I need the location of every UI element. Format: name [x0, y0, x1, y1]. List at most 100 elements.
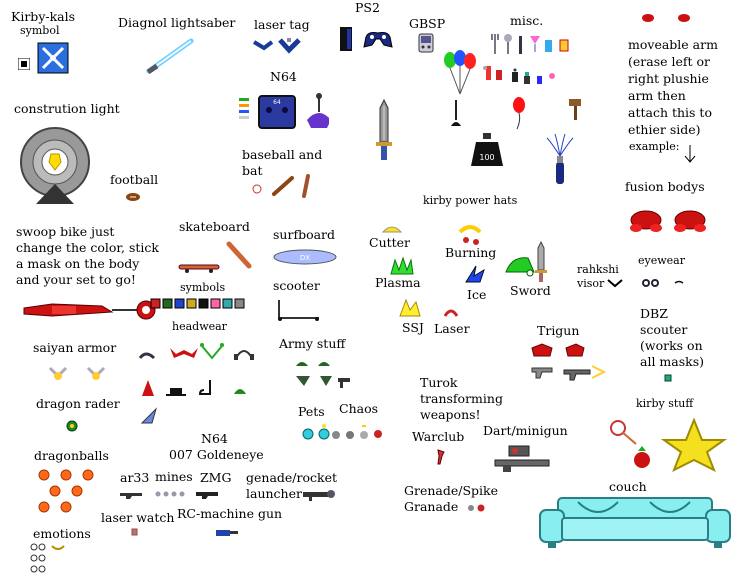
- label-kirby-power-hats: kirby power hats: [423, 194, 518, 207]
- fountain-bottle-icon: [546, 133, 574, 184]
- rocket-launcher-icon: [303, 490, 335, 501]
- burning-hat-icon: [458, 225, 482, 245]
- label-cutter: Cutter: [369, 235, 411, 250]
- label-dbz-scouter: DBZ scouter (works on all masks): [640, 306, 704, 370]
- label-symbols: symbols: [180, 281, 226, 294]
- label-swoop-bike: swoop bike just change the color, stick …: [16, 224, 159, 288]
- headwear-row1-icon: [138, 343, 254, 360]
- label-laser-watch: laser watch: [101, 510, 175, 525]
- moveable-arm-line-4: arm then: [628, 88, 686, 103]
- label-baseball: baseball and: [242, 147, 323, 162]
- vertical-sword-icon: [376, 98, 392, 160]
- army-stuff-icon: [296, 362, 350, 388]
- sword-weapon-icon: [535, 240, 547, 282]
- dbz-line-1: DBZ: [640, 306, 668, 321]
- label-kirby-stuff: kirby stuff: [636, 397, 694, 410]
- label-plasma: Plasma: [375, 275, 421, 290]
- label-dart-minigun: Dart/minigun: [483, 423, 568, 438]
- label-laser-tag: laser tag: [254, 17, 310, 32]
- label-warclub: Warclub: [412, 429, 465, 444]
- scooter-icon: [278, 300, 319, 321]
- moveable-arm-line-6: ethier side): [628, 122, 701, 137]
- diagonal-lightsaber-icon: [146, 38, 194, 74]
- moveable-arm-line-2: (erase left or: [628, 54, 711, 69]
- gbsp-icon: [418, 33, 434, 53]
- swoop-line-2: change the color, stick: [16, 240, 159, 255]
- label-fusion-bodys: fusion bodys: [625, 179, 705, 194]
- dragon-rader-icon: [66, 420, 78, 432]
- label-gbsp: GBSP: [409, 16, 446, 31]
- label-saiyan-armor: saiyan armor: [33, 340, 117, 355]
- swoop-bike-icon: [23, 300, 156, 320]
- label-example: example:: [629, 140, 680, 153]
- label-dragonballs: dragonballs: [34, 448, 109, 463]
- surfboard-icon: DX: [273, 249, 337, 265]
- ton-weight-icon: 100: [471, 133, 503, 166]
- ps2-console-icon: [340, 27, 393, 51]
- laser-watch-icon: [131, 528, 138, 536]
- label-football: football: [110, 172, 159, 187]
- turok-line-3: weapons!: [420, 407, 481, 422]
- cutter-hat-icon: [381, 226, 403, 233]
- moveable-arm-icon: [642, 14, 690, 22]
- ice-hat-icon: [465, 265, 485, 283]
- example-arrow-icon: [684, 145, 696, 163]
- grenade-spike-line-2: Granade: [404, 499, 459, 514]
- swoop-line-1: swoop bike just: [16, 224, 115, 239]
- dragonballs-icon: [38, 469, 94, 513]
- label-pets: Pets: [298, 404, 325, 419]
- label-turok: Turok transforming weapons!: [420, 375, 503, 423]
- hammer-icon: [569, 99, 581, 120]
- n64-controllers-icon: 64: [239, 93, 329, 129]
- skateboard-icon: [178, 241, 252, 273]
- dbz-line-2: scouter: [640, 322, 688, 337]
- label-emotions: emotions: [33, 526, 91, 541]
- label-trigun: Trigun: [537, 323, 580, 338]
- label-scooter: scooter: [273, 278, 320, 293]
- construction-light-icon: [20, 127, 90, 204]
- headwear-triangle-icon: [140, 407, 158, 424]
- grenade-spike-icon: [468, 504, 485, 512]
- couch-icon: [539, 497, 731, 548]
- label-zmg: ZMG: [200, 470, 232, 485]
- kirby-stuff-icon: [610, 418, 728, 472]
- label-genade-launcher: genade/rocket launcher: [246, 470, 337, 502]
- genade-line-1: genade/rocket: [246, 470, 338, 485]
- dbz-line-3: (works on: [640, 338, 703, 353]
- label-dragon-rader: dragon rader: [36, 396, 120, 411]
- ssj-hat-icon: [399, 298, 421, 317]
- warclub-icon: [437, 449, 445, 465]
- fusion-bodys-icon: [630, 210, 706, 232]
- pets-chaos-icon: [302, 424, 382, 440]
- label-army-stuff: Army stuff: [279, 336, 346, 351]
- dart-minigun-icon: [494, 445, 550, 472]
- football-icon: [126, 193, 140, 201]
- label-rc-machine-gun: RC-machine gun: [177, 506, 283, 521]
- plunger-icon: [451, 100, 461, 126]
- rc-machine-gun-icon: [216, 530, 238, 536]
- label-misc: misc.: [510, 13, 544, 28]
- label-sword: Sword: [510, 283, 551, 298]
- grenade-spike-line-1: Grenade/Spike: [404, 483, 499, 498]
- svg-text:100: 100: [479, 153, 494, 162]
- goldeneye-weapons-icon: [120, 491, 218, 499]
- label-n64-bottom: N64: [201, 431, 228, 446]
- laser-hat-icon: [443, 309, 459, 317]
- label-couch: couch: [609, 479, 647, 494]
- label-chaos: Chaos: [339, 401, 379, 416]
- moveable-arm-line-1: moveable arm: [628, 37, 718, 52]
- small-symbol-icon: [18, 58, 30, 70]
- label-ar33: ar33: [120, 470, 150, 485]
- balloons-icon: [444, 50, 476, 95]
- label-eyewear: eyewear: [638, 254, 685, 267]
- rahkshi-line-1: rahkshi: [577, 263, 619, 276]
- label-n64-top: N64: [270, 69, 297, 84]
- label-diagnol-lightsaber: Diagnol lightsaber: [118, 15, 236, 30]
- rahkshi-line-2: visor: [577, 277, 605, 290]
- label-moveable-arm: moveable arm (erase left or right plushi…: [628, 36, 718, 138]
- moveable-arm-line-3: right plushie: [628, 71, 709, 86]
- baseball-bat-icon: [252, 174, 310, 198]
- label-ssj: SSJ: [402, 320, 424, 335]
- emotions-icon: [30, 543, 65, 573]
- plasma-hat-icon: [390, 256, 414, 275]
